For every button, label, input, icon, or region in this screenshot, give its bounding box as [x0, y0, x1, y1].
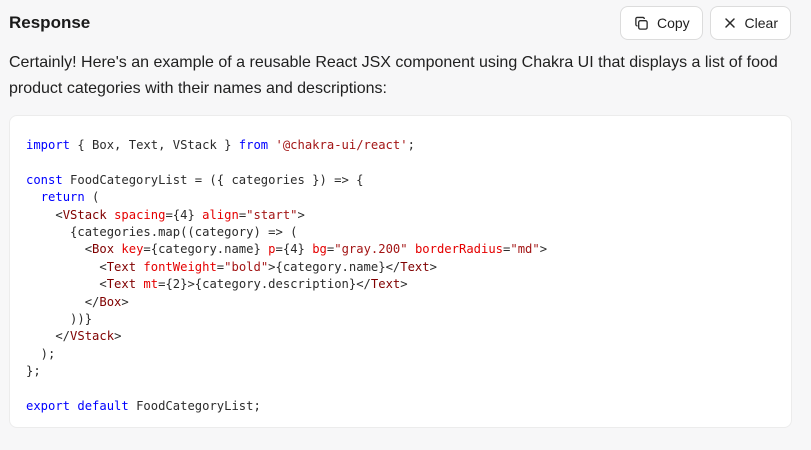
code-line: ); [26, 346, 547, 363]
code-token-string: "md" [510, 242, 540, 257]
code-token-attr: borderRadius [414, 242, 504, 257]
response-header: Response Copy Clear [0, 0, 811, 48]
code-token-text [268, 138, 275, 152]
code-line: import { Box, Text, VStack } from '@chak… [26, 137, 547, 154]
code-line [26, 380, 547, 397]
code-token-tag: VStack [62, 207, 107, 222]
clear-button-label: Clear [744, 15, 778, 31]
code-token-text: = [238, 207, 247, 222]
code-token-attr: align [202, 207, 239, 222]
code-token-text: < [26, 259, 107, 274]
code-token-text: ))} [26, 311, 93, 326]
response-title: Response [9, 13, 91, 32]
clear-button[interactable]: Clear [710, 6, 791, 40]
code-token-text: = [326, 242, 335, 257]
code-token-text: = [503, 242, 511, 257]
code-line: </VStack> [26, 328, 547, 345]
code-line: }; [26, 363, 547, 380]
code-line: <Text mt={2}>{category.description}</Tex… [26, 276, 547, 293]
code-token-text: ; [407, 138, 415, 152]
code-token-text: ={2}>{category.description}</ [158, 277, 371, 292]
code-token-text: ={4} [275, 242, 313, 257]
code-token-text: > [297, 207, 305, 222]
code-token-tag: Box [99, 294, 122, 309]
code-token-text: </ [26, 329, 71, 344]
code-token-text: >{category.name}</ [268, 259, 401, 274]
code-token-keyword: return [40, 190, 85, 205]
code-line: export default FoodCategoryList; [26, 398, 547, 415]
code-token-string: "bold" [224, 259, 269, 274]
code-token-text: { Box, Text, VStack } [70, 138, 239, 152]
code-line: {categories.map((category) => ( [26, 224, 547, 241]
code-token-text [26, 190, 41, 204]
code-line: return ( [26, 189, 547, 206]
code-token-keyword: import [26, 138, 71, 152]
code-token-text: FoodCategoryList; [128, 398, 261, 413]
code-token-tag: Text [400, 259, 430, 274]
code-token-text: {categories.map((category) => ( [26, 224, 298, 239]
code-token-text: < [26, 242, 93, 257]
code-token-text: > [114, 329, 122, 344]
code-token-string: "gray.200" [334, 242, 408, 257]
code-token-text: < [26, 277, 107, 292]
code-token-text: ={4} [165, 207, 203, 222]
code-line [26, 154, 547, 171]
code-token-string: "start" [246, 207, 298, 222]
response-intro-text: Certainly! Here's an example of a reusab… [9, 54, 778, 97]
code-block: import { Box, Text, VStack } from '@chak… [9, 115, 792, 428]
code-line: <Text fontWeight="bold">{category.name}<… [26, 259, 547, 276]
code-token-text: > [400, 277, 408, 292]
copy-button[interactable]: Copy [620, 6, 703, 40]
code-token-keyword: from [238, 138, 269, 152]
code-token-string: '@chakra-ui/react' [275, 138, 408, 152]
code-token-keyword: export [26, 398, 71, 413]
code-token-tag: Text [106, 277, 137, 292]
code-token-text: }; [26, 364, 41, 379]
code-token-attr: key [121, 242, 144, 257]
code-token-text: > [429, 259, 437, 274]
code-token-text: FoodCategoryList = ({ categories }) => { [62, 172, 364, 187]
code-token-attr: fontWeight [143, 259, 217, 274]
code-token-keyword: default [77, 398, 129, 413]
code-line: <Box key={category.name} p={4} bg="gray.… [26, 241, 547, 258]
code-token-text: ); [26, 346, 56, 361]
code-line: ))} [26, 311, 547, 328]
code-line: const FoodCategoryList = ({ categories }… [26, 172, 547, 189]
code-token-tag: Box [92, 242, 115, 257]
code-token-text: ={category.name} [143, 242, 269, 257]
code-line: <VStack spacing={4} align="start"> [26, 207, 547, 224]
code-token-keyword: const [26, 172, 63, 187]
code-token-attr: p [268, 242, 276, 257]
copy-icon [633, 15, 649, 31]
close-icon [723, 15, 737, 31]
code-token-text: > [121, 294, 129, 309]
code-token-text: </ [26, 294, 100, 309]
copy-button-label: Copy [657, 15, 690, 31]
code-token-text [107, 208, 114, 222]
code-token-text: ( [84, 190, 100, 205]
code-token-tag: Text [370, 277, 401, 292]
code-token-text: = [216, 259, 225, 274]
code-token-text: > [539, 242, 548, 257]
code-token-tag: Text [106, 259, 137, 274]
code-token-text [408, 242, 415, 256]
code-token-attr: mt [143, 277, 159, 292]
code-token-tag: VStack [70, 329, 115, 344]
code-token-attr: bg [312, 242, 327, 257]
code-token-text: < [26, 207, 63, 222]
code-line: </Box> [26, 294, 547, 311]
code-token-attr: spacing [114, 207, 166, 222]
code-horizontal-scrollbar[interactable] [9, 428, 792, 440]
code-lines: import { Box, Text, VStack } from '@chak… [26, 137, 547, 415]
